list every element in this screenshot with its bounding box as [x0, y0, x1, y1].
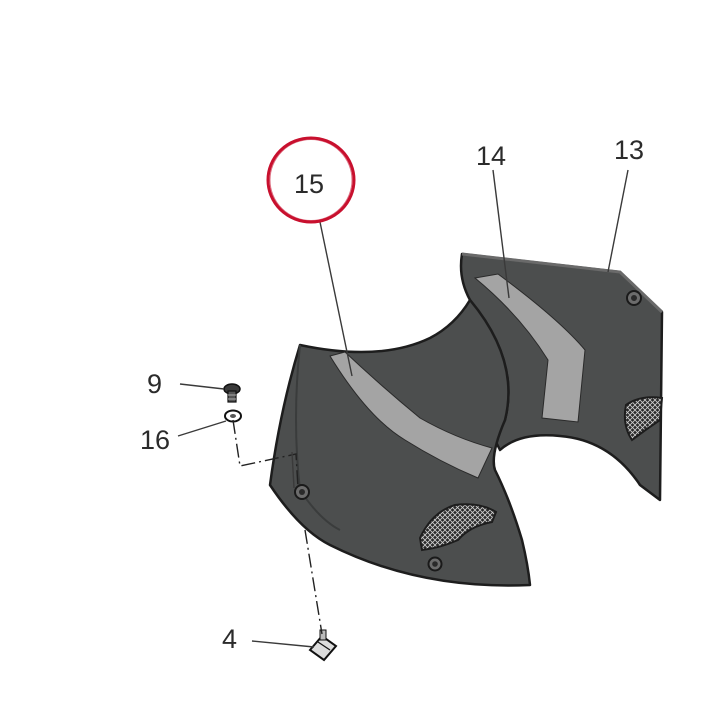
- leader-13: [607, 169, 629, 273]
- assembly-line-lower: [304, 529, 323, 635]
- right-panel-vent: [623, 396, 664, 442]
- right-fairing-panel: [459, 252, 664, 502]
- assembly-line-upper: [232, 419, 299, 489]
- callout-4: 4: [222, 624, 237, 654]
- left-panel-vent: [418, 503, 498, 552]
- callout-9: 9: [147, 369, 162, 399]
- right-panel-top-edge: [461, 252, 664, 314]
- callout-14: 14: [476, 141, 506, 171]
- callout-15: 15: [294, 169, 324, 199]
- assembly-line-upper-inner: [291, 451, 295, 489]
- screw-part-9: [223, 383, 241, 403]
- leader-9: [179, 383, 225, 390]
- left-panel-inner-edge: [295, 344, 341, 531]
- washer-part-16: [224, 409, 242, 423]
- highlight-circle: [266, 136, 356, 224]
- left-fairing-panel: [268, 298, 532, 587]
- leader-16: [177, 420, 227, 437]
- leader-4: [251, 640, 315, 648]
- left-panel-mount-hole-center: [299, 489, 305, 495]
- left-panel-grommet-center: [432, 561, 438, 567]
- right-panel-grommet-hole: [631, 295, 637, 301]
- left-panel-stripe: [329, 351, 493, 479]
- leader-14: [492, 169, 510, 299]
- left-panel-body: [268, 298, 532, 587]
- highlight-circle-inner: [269, 139, 353, 221]
- callout-13: 13: [614, 135, 644, 165]
- clip-nut-part-4: [308, 629, 338, 662]
- callout-16: 16: [140, 425, 170, 455]
- leader-15: [319, 221, 353, 377]
- right-panel-stripe: [473, 273, 586, 423]
